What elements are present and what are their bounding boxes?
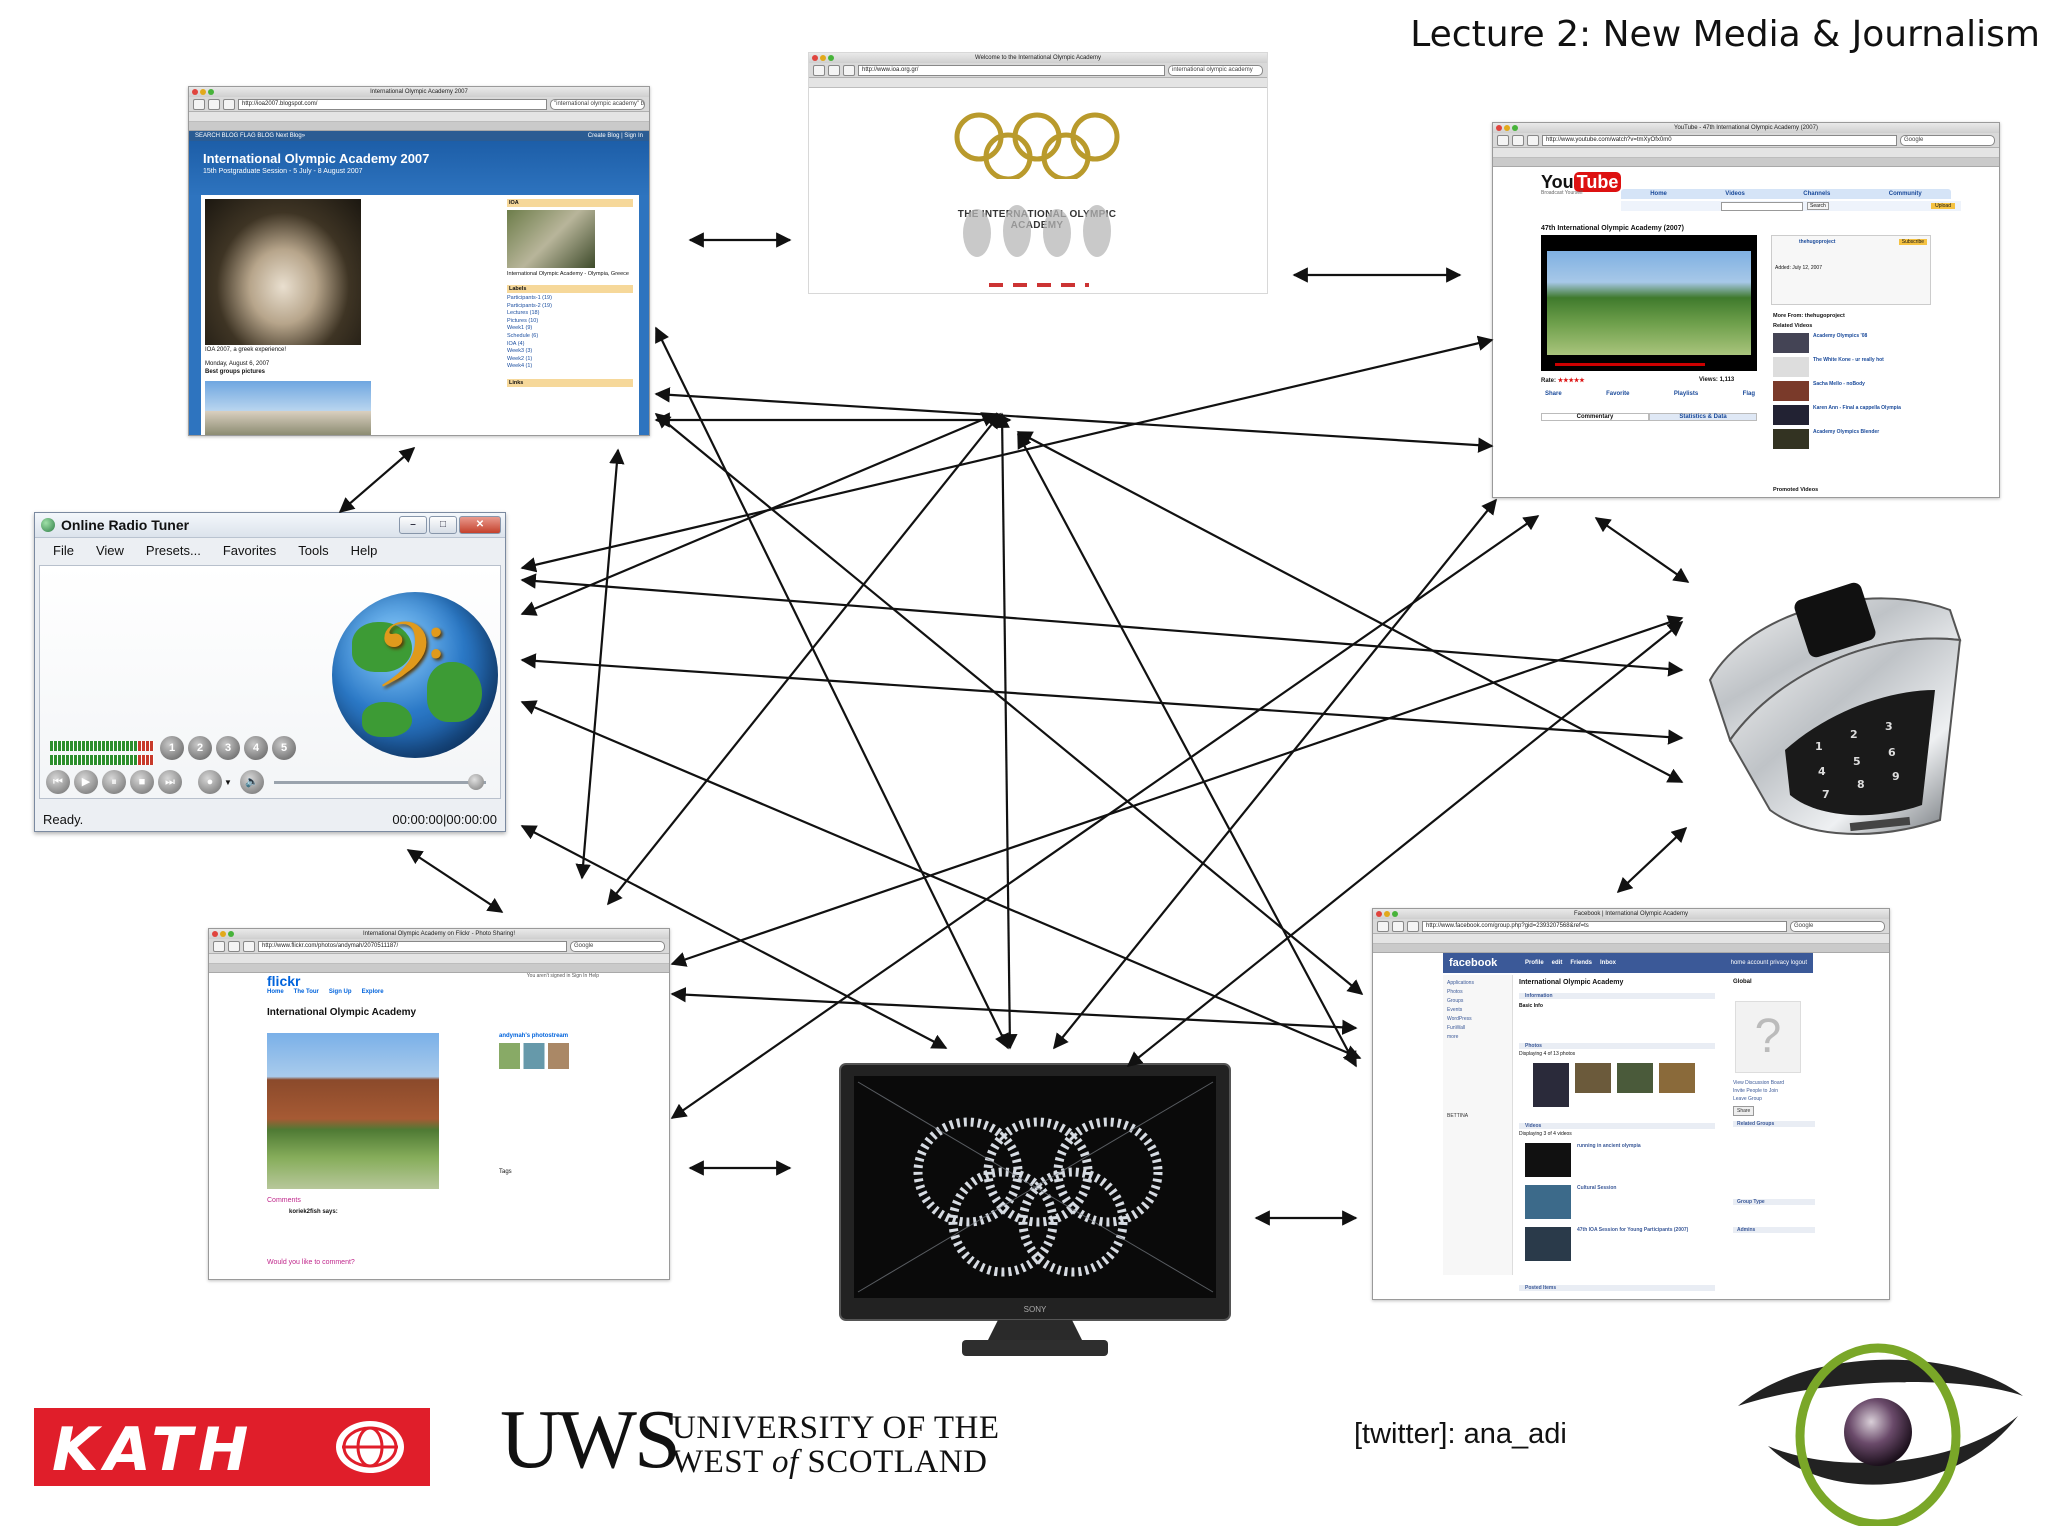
uws-line-1: UNIVERSITY OF THE (672, 1412, 1000, 1445)
twitter-handle: [twitter]: ana_adi (1354, 1418, 1567, 1451)
arrow-blog-radio (340, 448, 414, 512)
globe-icon (334, 1419, 406, 1475)
arrow-youtube-phone (1596, 518, 1688, 582)
uws-logo-letters: UWS (500, 1398, 678, 1482)
uws-line-2-of: of (772, 1444, 799, 1480)
eye-logo-icon (1728, 1336, 2028, 1526)
arrow-phone-facebook (1618, 828, 1686, 892)
arrow-radio-flickr (408, 850, 502, 912)
katho-logo-text: KATH (52, 1420, 254, 1480)
uws-line-2-west: WEST (672, 1444, 763, 1480)
katho-logo: KATH (34, 1408, 430, 1486)
uws-line-2-scotland: SCOTLAND (807, 1444, 987, 1480)
uws-line-2: WEST of SCOTLAND (672, 1446, 987, 1479)
uws-logo: UWS UNIVERSITY OF THE WEST of SCOTLAND (500, 1398, 1000, 1498)
